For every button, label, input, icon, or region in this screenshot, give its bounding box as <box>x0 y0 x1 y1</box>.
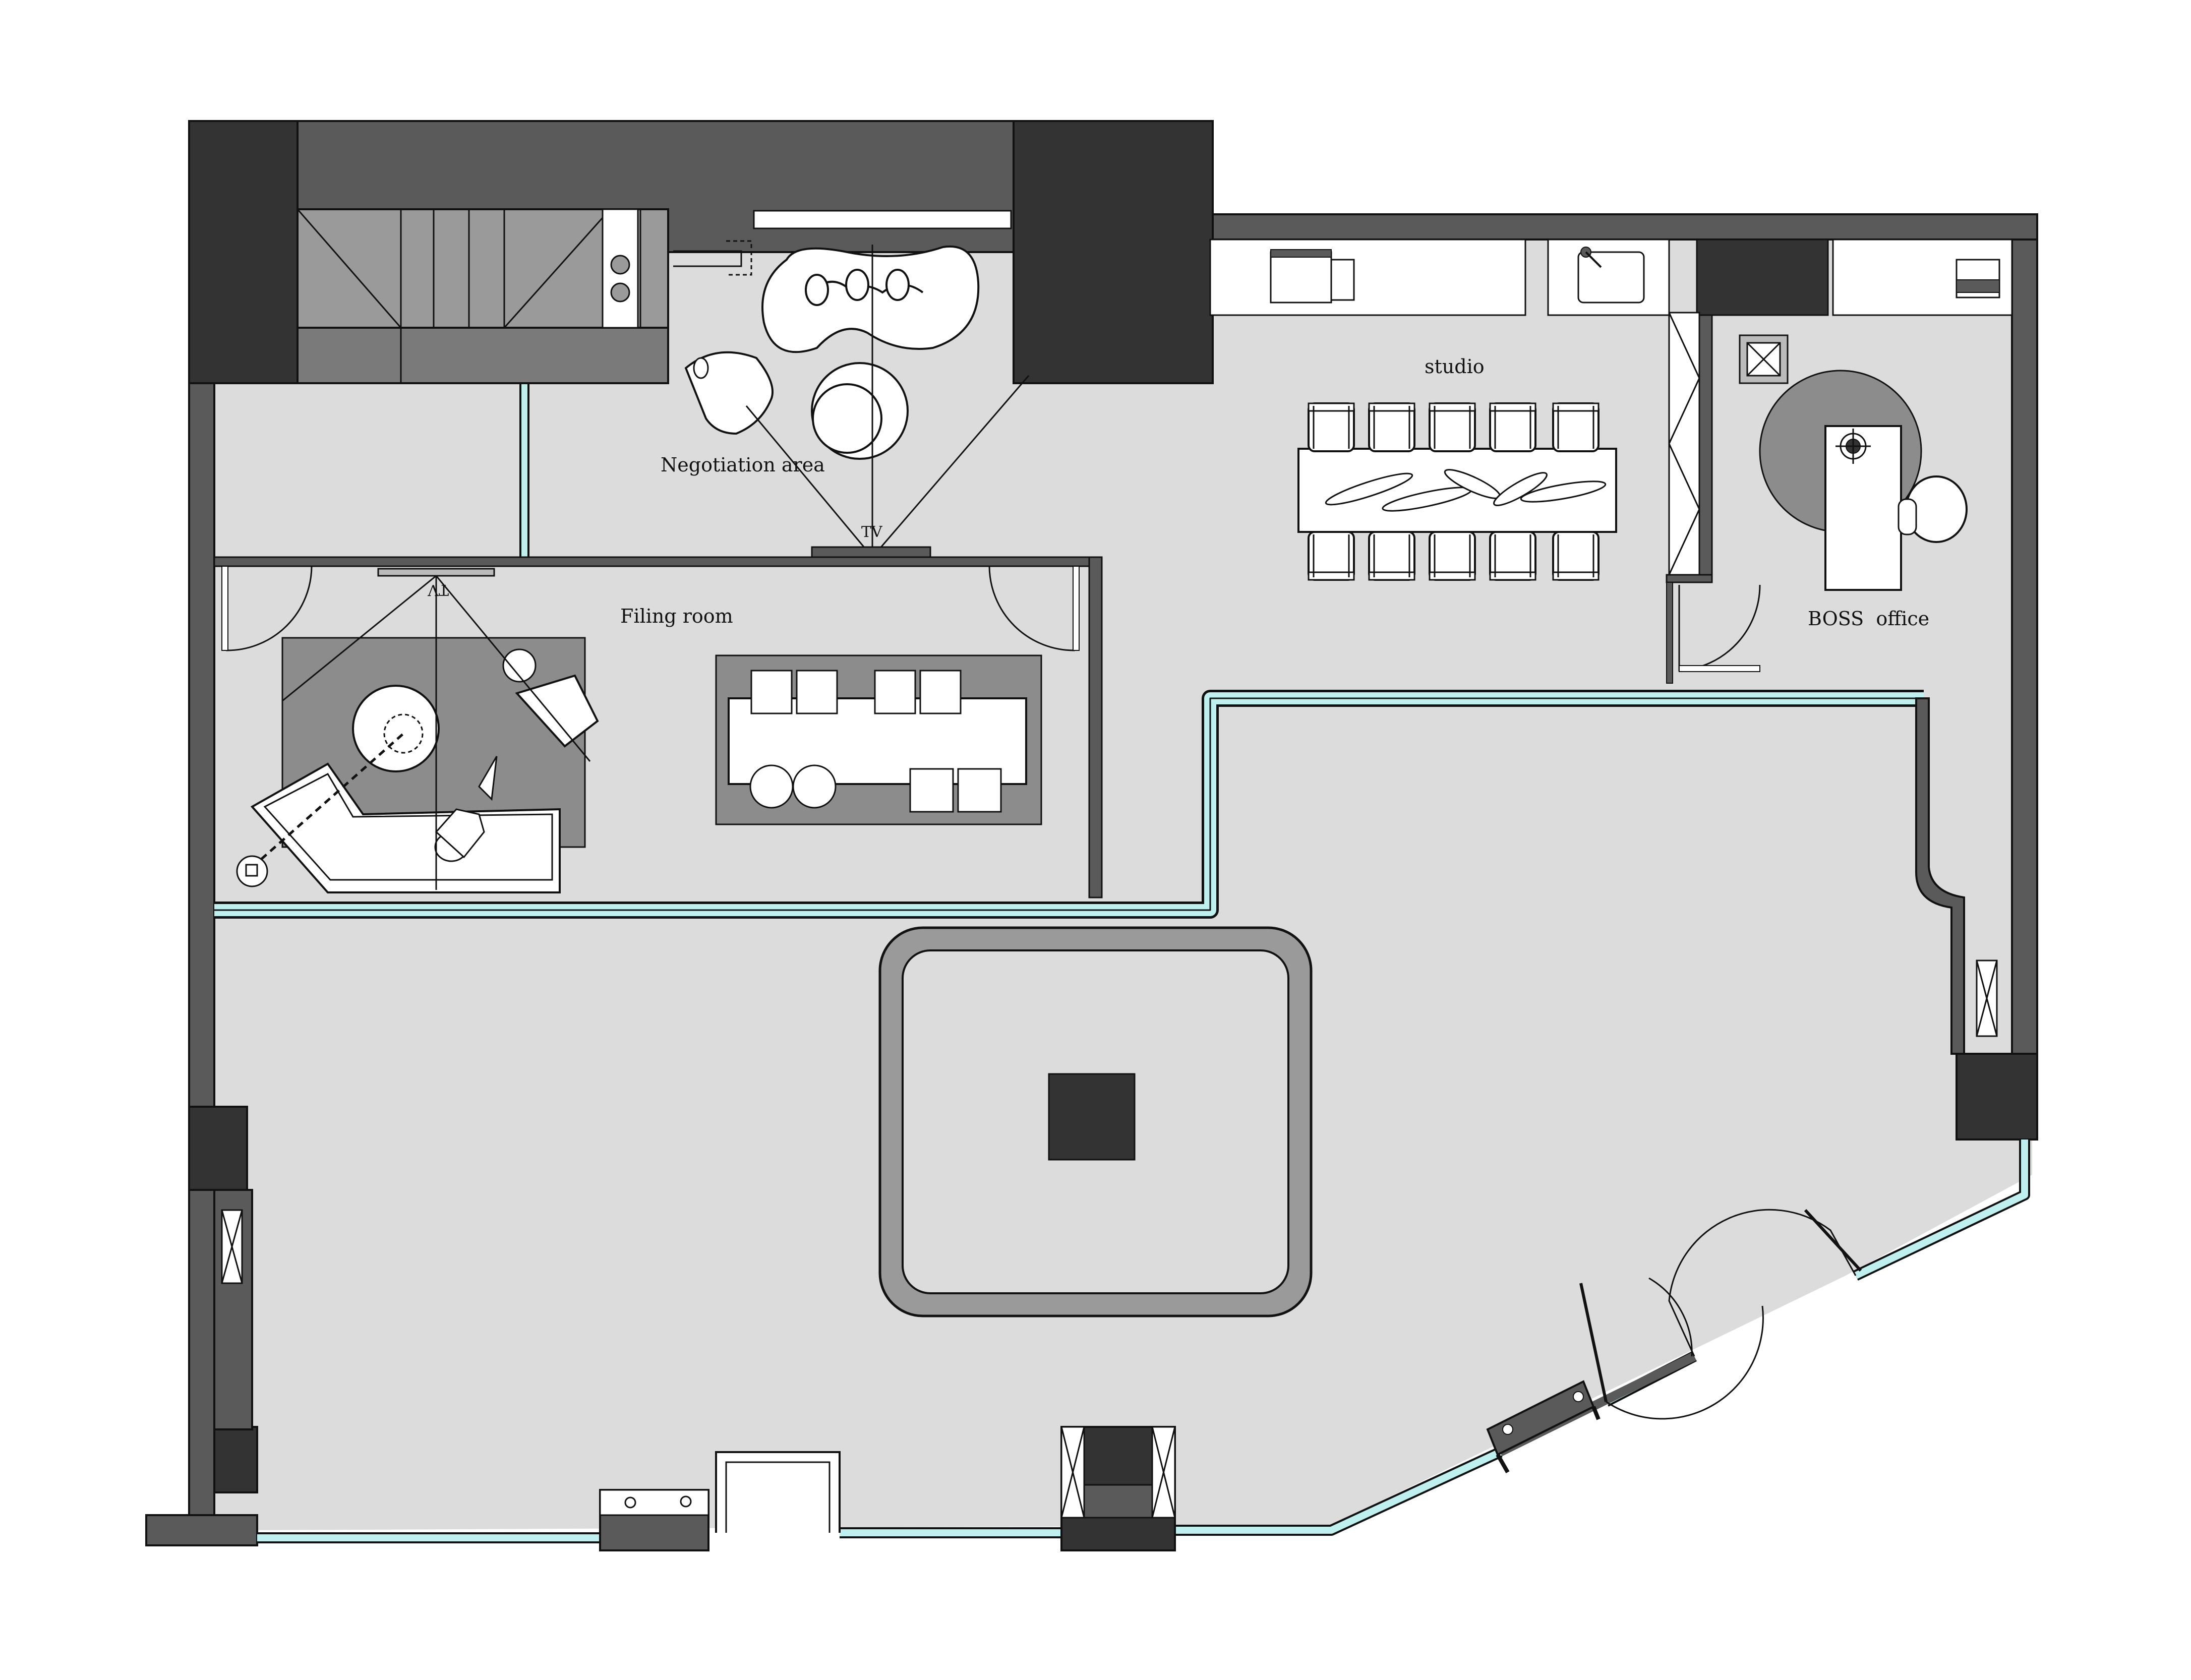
studio-chair-7 <box>1429 531 1476 581</box>
negotiation-area-label: Negotiation area <box>661 454 825 476</box>
studio-chair-9 <box>1552 531 1600 581</box>
filing-room-label: Filing room <box>620 605 733 627</box>
filing-room <box>213 556 1103 898</box>
staircase <box>297 208 669 384</box>
central-atrium <box>878 926 1313 1317</box>
entrance-doors <box>1486 1209 1862 1473</box>
tv-label-filing: TV <box>427 581 449 598</box>
studio-chair-8 <box>1489 531 1536 581</box>
studio-chair-0 <box>1308 402 1355 452</box>
studio-chair-6 <box>1368 531 1415 581</box>
glass-walls <box>214 383 2030 1543</box>
studio-chair-5 <box>1308 531 1355 581</box>
studio-chairs <box>1308 402 1600 581</box>
negotiation-area <box>673 210 1030 558</box>
studio <box>1209 238 1829 684</box>
studio-chair-3 <box>1489 402 1536 452</box>
studio-label: studio <box>1425 355 1485 378</box>
bottom-facade <box>599 1426 1176 1551</box>
studio-chair-2 <box>1429 402 1476 452</box>
studio-chair-1 <box>1368 402 1415 452</box>
boss-curved-wall <box>1915 697 1998 1055</box>
boss-office-label: BOSS office <box>1808 608 1929 630</box>
outer-walls <box>145 120 2038 1546</box>
room-labels: Negotiation area Filing room studio BOSS… <box>427 355 1929 630</box>
boss-office <box>1739 238 2013 591</box>
tv-label-negotiation: TV <box>861 523 883 541</box>
studio-chair-4 <box>1552 402 1600 452</box>
